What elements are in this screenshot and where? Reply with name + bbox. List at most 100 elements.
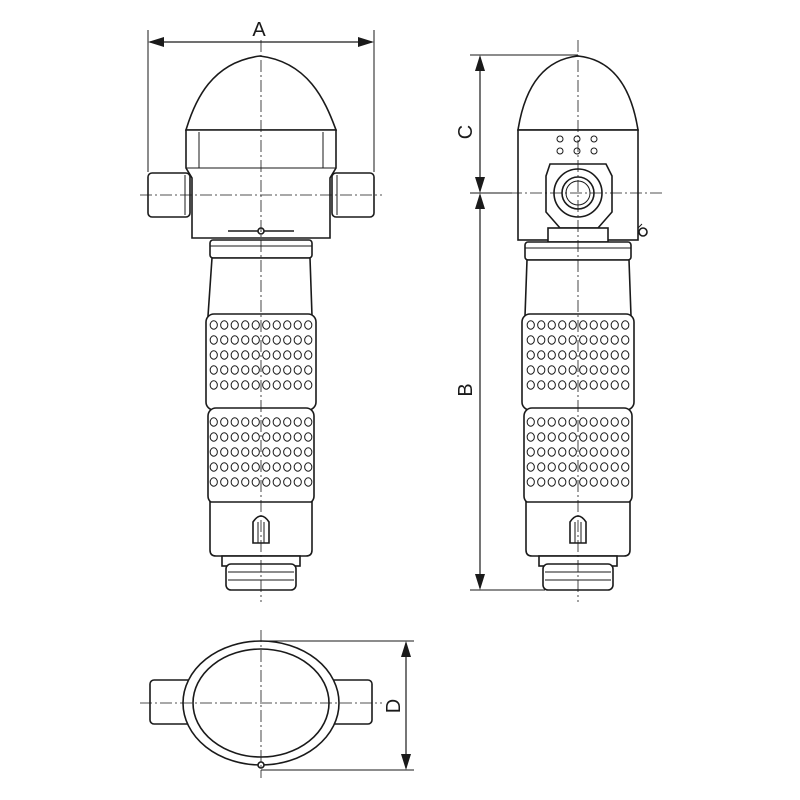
guard-hole (230, 477, 239, 487)
dimension-c: C (455, 54, 578, 194)
guard-hole (230, 462, 239, 472)
guard-hole (293, 365, 302, 375)
guard-hole (579, 447, 588, 457)
guard-hole (209, 447, 218, 457)
guard-hole (579, 350, 588, 360)
guard-hole (558, 335, 567, 345)
guard-hole (293, 432, 302, 442)
guard-hole (251, 335, 260, 345)
guard-hole (568, 447, 577, 457)
guard-hole (283, 335, 292, 345)
guard-hole (610, 477, 619, 487)
guard-hole (610, 417, 619, 427)
guard-hole (241, 477, 250, 487)
guard-hole (262, 477, 271, 487)
guard-hole (579, 462, 588, 472)
guard-hole (568, 335, 577, 345)
guard-hole (304, 462, 313, 472)
guard-hole (568, 477, 577, 487)
guard-hole (230, 432, 239, 442)
guard-hole (251, 477, 260, 487)
guard-hole (547, 462, 556, 472)
guard-hole (547, 320, 556, 330)
guard-hole (589, 380, 598, 390)
guard-hole (568, 350, 577, 360)
guard-hole (568, 432, 577, 442)
guard-hole (293, 417, 302, 427)
guard-hole (241, 335, 250, 345)
guard-hole (558, 365, 567, 375)
guard-hole (526, 417, 535, 427)
guard-hole (272, 462, 281, 472)
guard-hole (610, 447, 619, 457)
guard-hole (251, 462, 260, 472)
guard-hole (537, 477, 546, 487)
guard-hole (304, 432, 313, 442)
guard-hole (220, 380, 229, 390)
guard-hole (537, 335, 546, 345)
guard-hole (589, 462, 598, 472)
guard-hole (600, 350, 609, 360)
guard-hole (526, 477, 535, 487)
guard-hole (251, 417, 260, 427)
guard-hole (621, 462, 630, 472)
side-head-holes (556, 135, 598, 155)
dimension-label-b: B (455, 383, 477, 396)
guard-hole (262, 432, 271, 442)
guard-hole (579, 432, 588, 442)
side-view (490, 40, 662, 602)
guard-hole (304, 320, 313, 330)
guard-hole (251, 447, 260, 457)
guard-hole (600, 477, 609, 487)
guard-hole (241, 417, 250, 427)
guard-hole (220, 350, 229, 360)
guard-hole (241, 462, 250, 472)
guard-hole (589, 365, 598, 375)
guard-hole (293, 477, 302, 487)
guard-hole (220, 462, 229, 472)
guard-hole (241, 320, 250, 330)
guard-hole (304, 447, 313, 457)
guard-hole (526, 380, 535, 390)
guard-hole (537, 365, 546, 375)
guard-hole (600, 432, 609, 442)
guard-hole (547, 477, 556, 487)
guard-hole (621, 380, 630, 390)
guard-hole (526, 462, 535, 472)
guard-hole (230, 380, 239, 390)
guard-hole (579, 417, 588, 427)
guard-hole (272, 320, 281, 330)
guard-hole (283, 432, 292, 442)
dimension-label-a: A (252, 19, 266, 41)
top-view (140, 630, 382, 778)
dimension-label-c: C (455, 125, 477, 139)
guard-hole (621, 447, 630, 457)
guard-hole (547, 417, 556, 427)
front-dome-cap (184, 55, 338, 131)
guard-hole (209, 365, 218, 375)
guard-hole (610, 320, 619, 330)
guard-hole (589, 350, 598, 360)
guard-hole (558, 320, 567, 330)
guard-hole (272, 365, 281, 375)
guard-hole (526, 350, 535, 360)
guard-hole (610, 350, 619, 360)
guard-hole (293, 350, 302, 360)
guard-hole (272, 380, 281, 390)
guard-hole (579, 365, 588, 375)
guard-hole (262, 320, 271, 330)
guard-hole (526, 447, 535, 457)
guard-hole (610, 432, 619, 442)
guard-hole (621, 432, 630, 442)
guard-hole (272, 477, 281, 487)
guard-hole (526, 365, 535, 375)
guard-hole (220, 447, 229, 457)
guard-hole (262, 335, 271, 345)
guard-hole (209, 477, 218, 487)
guard-hole (547, 380, 556, 390)
guard-hole (537, 350, 546, 360)
guard-hole (251, 380, 260, 390)
guard-hole (610, 335, 619, 345)
guard-hole (220, 320, 229, 330)
front-view (140, 40, 382, 602)
